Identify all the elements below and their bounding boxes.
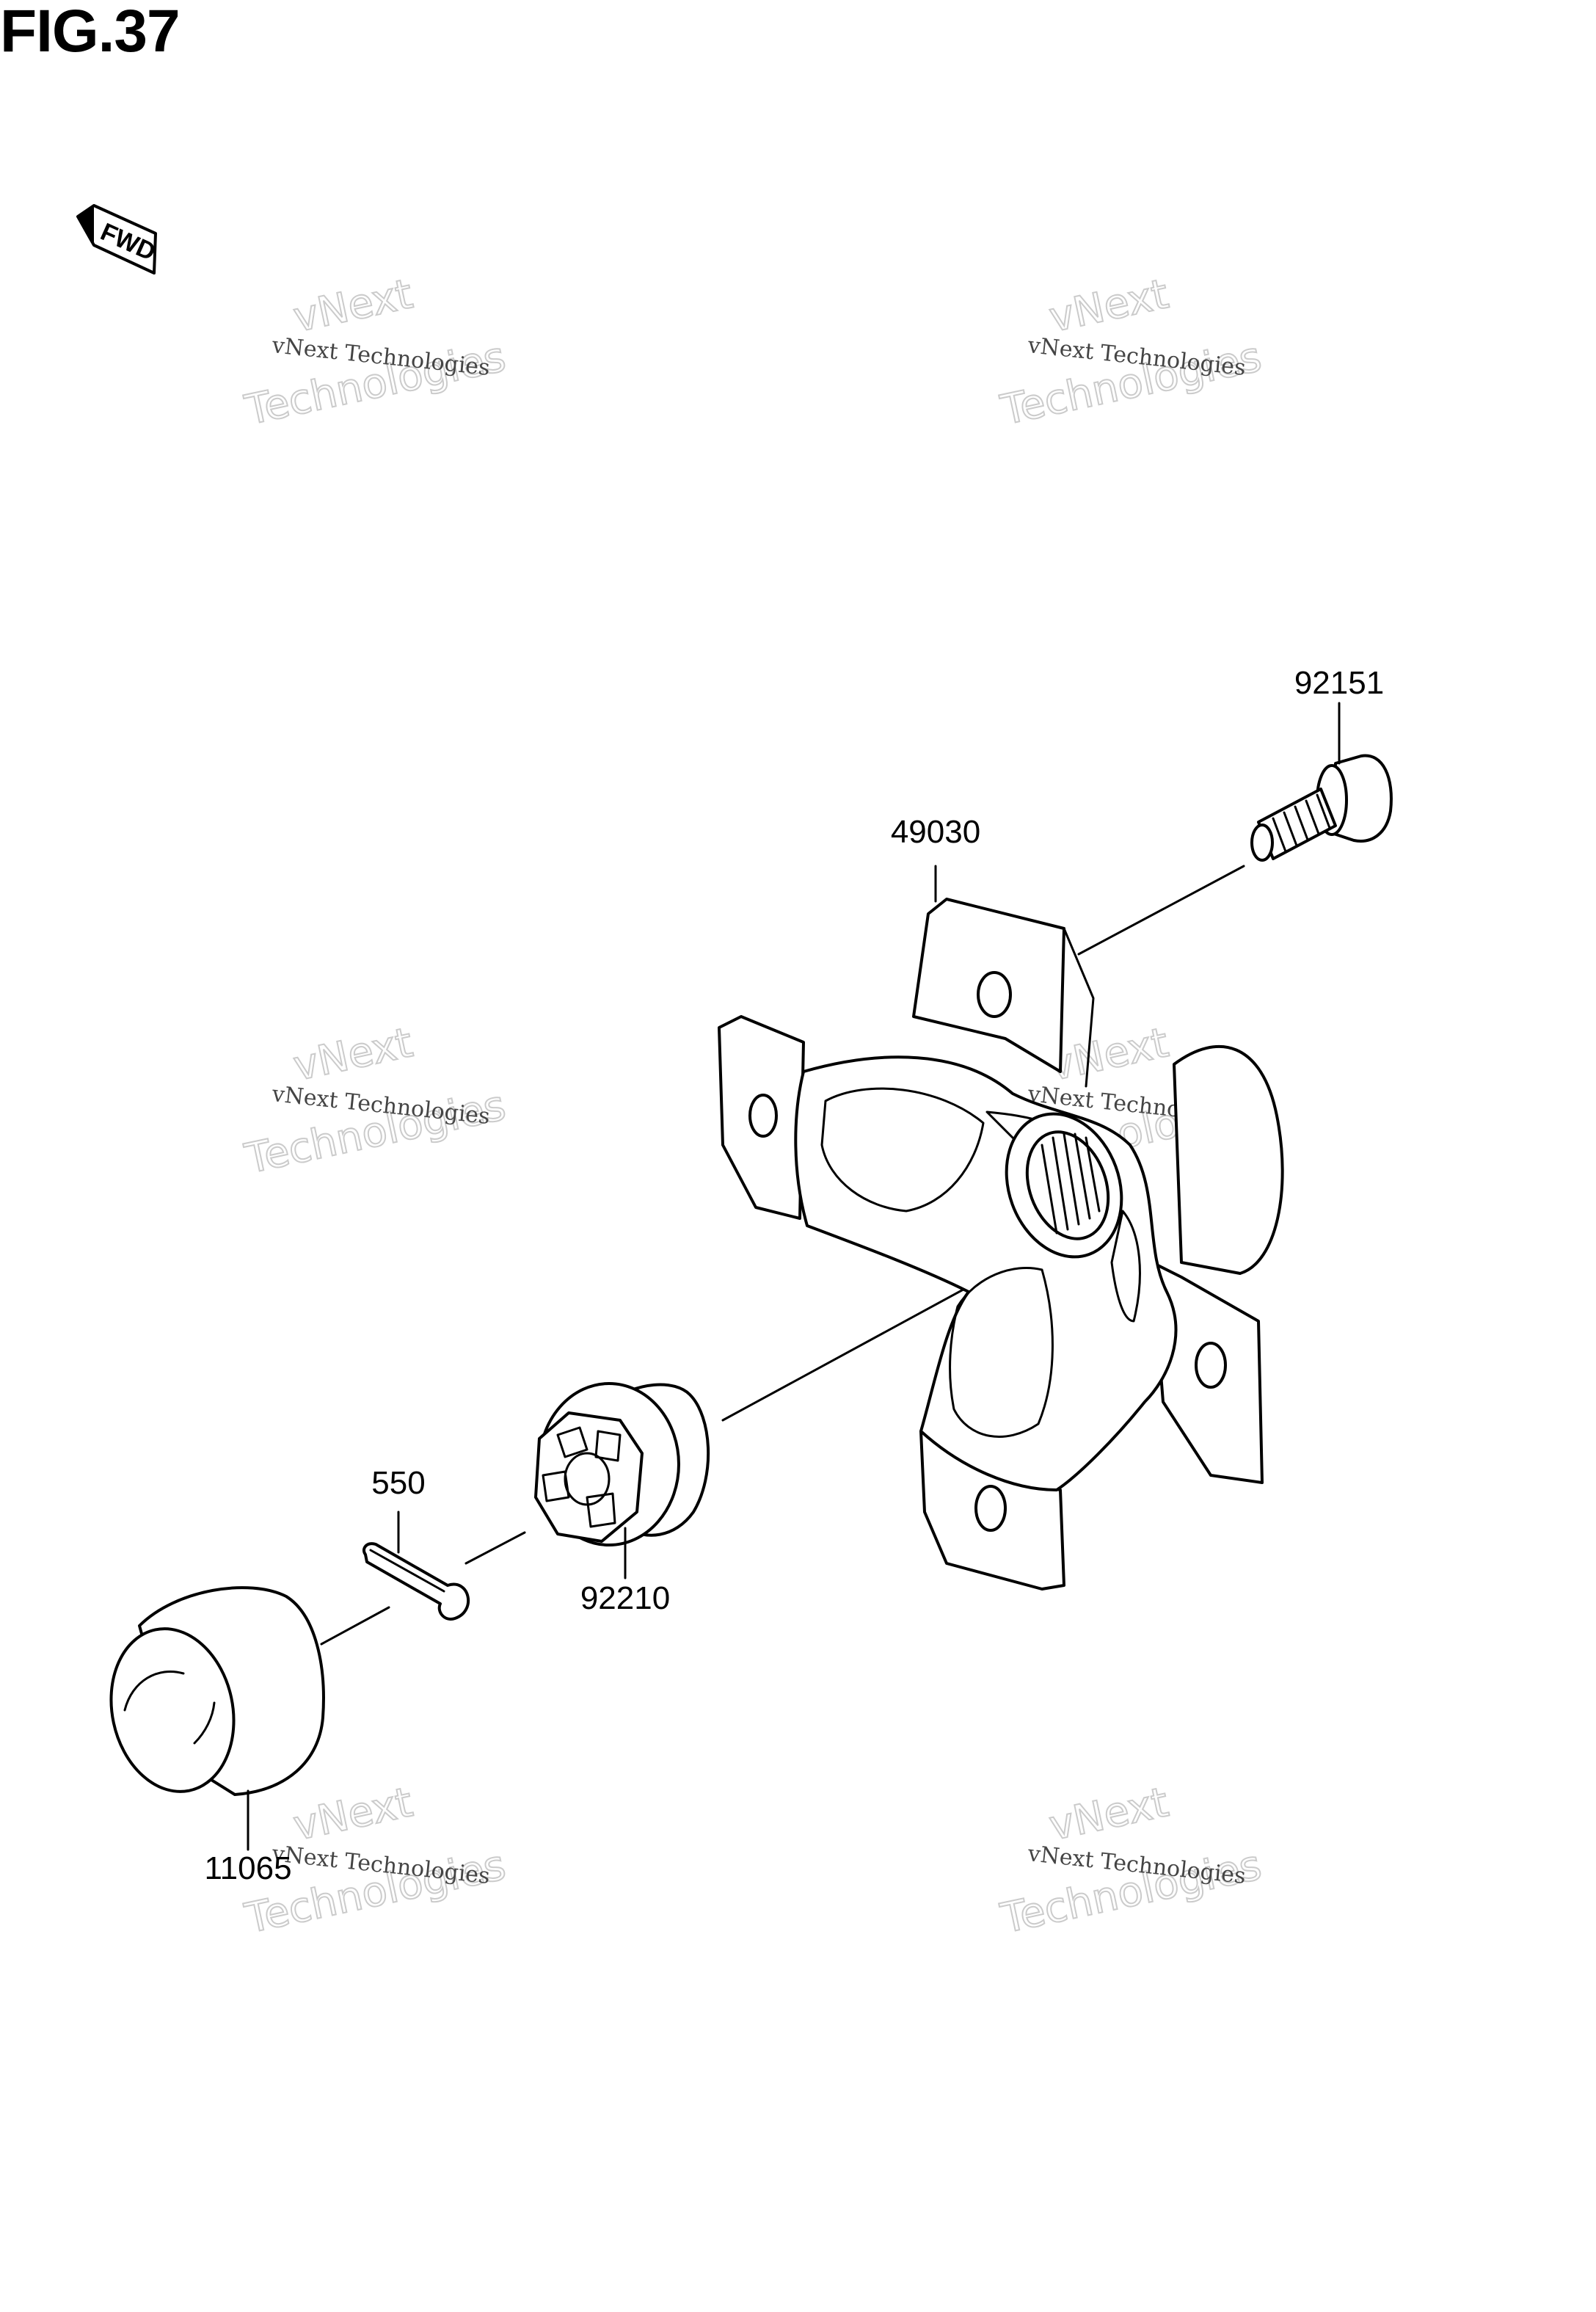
part-label-550: 550	[371, 1465, 425, 1501]
watermark-brand: vNext	[289, 270, 417, 342]
part-label-49030: 49030	[891, 814, 980, 850]
watermark-brand: vNext	[1045, 270, 1173, 342]
watermark-brand: vNext	[1045, 1778, 1173, 1850]
part-92151-stud	[1250, 754, 1393, 862]
leader-lines	[247, 702, 1341, 1851]
figure-title: FIG.37	[0, 0, 181, 65]
fwd-arrow-icon: FWD	[76, 204, 160, 275]
part-92210-castle-nut	[534, 1382, 710, 1546]
part-label-11065: 11065	[204, 1850, 291, 1886]
watermark-brand: vNext	[289, 1019, 417, 1091]
part-label-92151: 92151	[1294, 665, 1384, 701]
part-11065-cap	[109, 1586, 325, 1796]
watermark-brand: vNext	[1045, 1019, 1173, 1091]
part-550-cotter-pin	[362, 1542, 470, 1621]
watermark-brand: vNext	[289, 1778, 417, 1850]
part-49030-hub	[718, 898, 1284, 1591]
part-label-92210: 92210	[580, 1580, 670, 1616]
